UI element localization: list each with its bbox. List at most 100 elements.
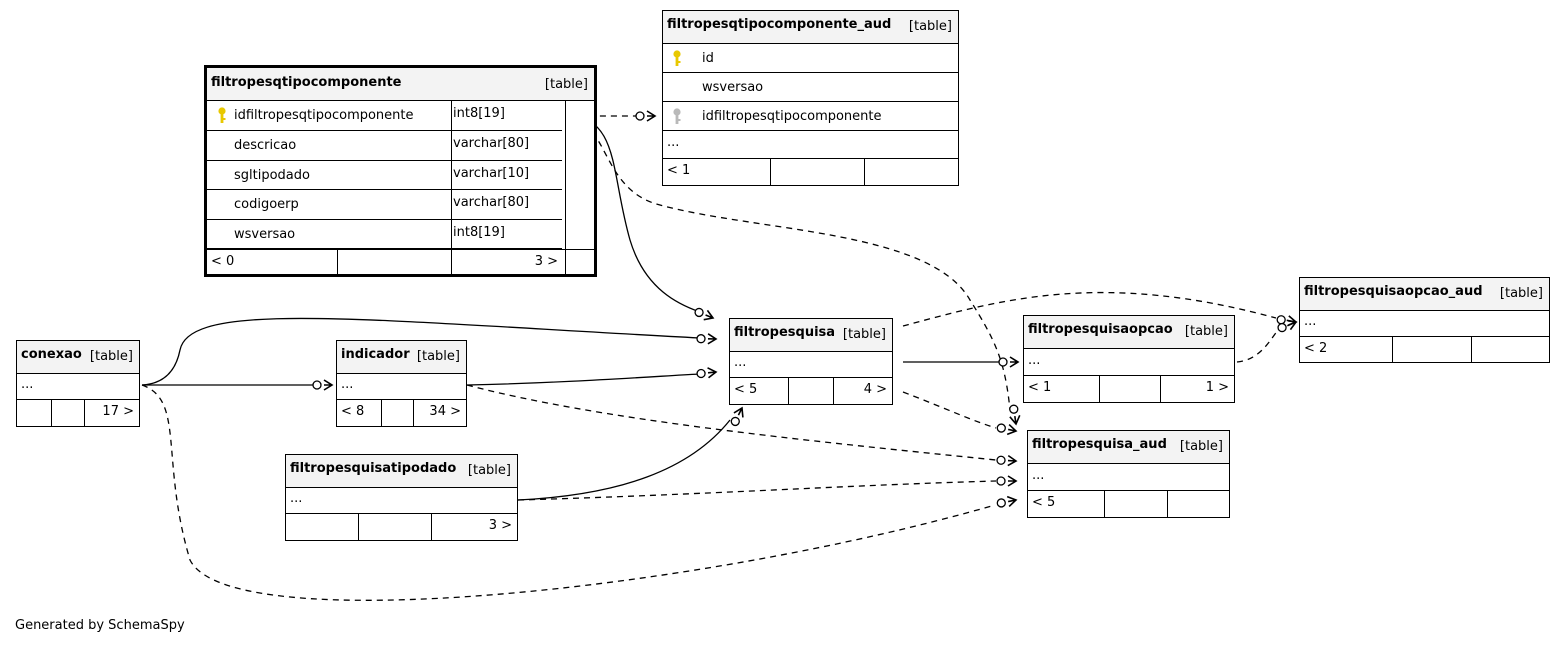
column-name: wsversao (234, 227, 296, 242)
relationship-edge[interactable] (902, 391, 1018, 436)
table-name: filtropesquisa_aud (1032, 437, 1167, 452)
child-count[interactable]: 1 > (1205, 380, 1229, 395)
ellipsis-row: ... (730, 352, 892, 378)
column-row[interactable]: idfiltropesqtipocomponente (663, 102, 958, 131)
child-count[interactable]: 4 > (863, 382, 887, 397)
table-footer: < 5 4 > (730, 378, 892, 404)
parent-count[interactable]: < 2 (1304, 341, 1328, 356)
crows-foot-marker (1286, 319, 1298, 331)
table-filtropesqtipocomponente[interactable]: filtropesqtipocomponente [table] idfiltr… (204, 65, 597, 277)
table-filtropesquisaopcao[interactable]: filtropesquisaopcao [table] ... < 1 1 > (1023, 315, 1235, 403)
relationship-edge[interactable] (466, 367, 718, 386)
table-header: filtropesquisatipodado [table] (286, 455, 517, 488)
relationship-edge[interactable] (1236, 319, 1298, 363)
optional-marker (730, 416, 740, 427)
crows-foot-marker (1007, 454, 1018, 467)
relationship-edge[interactable] (142, 379, 334, 391)
table-footer: < 5 (1028, 491, 1229, 517)
relationship-edge[interactable] (564, 113, 715, 321)
ellipsis-row: ... (286, 488, 517, 514)
crows-foot-marker (733, 406, 744, 418)
relationship-edge[interactable] (141, 317, 718, 386)
table-footer: 3 > (286, 514, 517, 540)
optional-marker (1276, 315, 1286, 325)
parent-count[interactable]: < 5 (1032, 495, 1056, 510)
relationship-edge[interactable] (466, 384, 1018, 467)
table-name: filtropesquisaopcao_aud (1304, 284, 1483, 299)
relationship-edge[interactable] (903, 356, 1020, 368)
table-conexao[interactable]: conexao [table] ... 17 > (16, 340, 140, 427)
table-filtropesqtipocomponente-aud[interactable]: filtropesqtipocomponente_aud [table] id … (662, 10, 959, 186)
child-count[interactable]: 17 > (102, 404, 134, 419)
primary-key-icon (218, 107, 226, 123)
ellipsis-row: ... (1300, 311, 1549, 337)
child-count[interactable]: 3 > (534, 254, 558, 269)
optional-marker (996, 476, 1006, 486)
primary-key-icon (673, 50, 681, 66)
table-name: filtropesquisa (734, 325, 836, 340)
column-type: int8[19] (453, 225, 505, 240)
relationship-edge[interactable] (517, 475, 1018, 501)
parent-count[interactable]: < 8 (341, 404, 365, 419)
optional-marker (996, 455, 1006, 465)
table-footer: < 1 (663, 159, 958, 185)
crows-foot-marker (323, 379, 334, 391)
table-indicador[interactable]: indicador [table] ... < 8 34 > (336, 340, 467, 427)
column-name: idfiltropesqtipocomponente (702, 109, 882, 124)
crows-foot-marker (1009, 415, 1021, 426)
column-row[interactable]: sgltipodado varchar[10] (207, 161, 562, 190)
column-divider (565, 101, 566, 274)
ellipsis-row: ... (663, 131, 958, 159)
column-row[interactable]: id (663, 44, 958, 73)
table-name: filtropesquisaopcao (1028, 322, 1173, 337)
optional-marker (996, 423, 1006, 433)
crows-foot-marker (707, 367, 718, 379)
column-row[interactable]: descricao varchar[80] (207, 131, 562, 161)
table-tag: [table] (416, 349, 460, 364)
ellipsis-row: ... (1024, 349, 1234, 376)
relationship-edge[interactable] (141, 384, 1018, 601)
generated-by-credit[interactable]: Generated by SchemaSpy (15, 618, 185, 633)
table-name: indicador (341, 347, 410, 362)
parent-count[interactable]: < 0 (211, 254, 235, 269)
parent-count[interactable]: < 1 (1028, 380, 1052, 395)
column-type: varchar[80] (453, 136, 530, 151)
crows-foot-marker (1007, 475, 1018, 487)
column-row[interactable]: codigoerp varchar[80] (207, 190, 562, 220)
table-tag: [table] (544, 77, 588, 92)
crows-foot-marker (646, 110, 657, 122)
table-tag: [table] (1184, 324, 1228, 339)
table-header: filtropesquisa [table] (730, 319, 892, 352)
table-header: conexao [table] (17, 341, 139, 374)
table-footer: 17 > (17, 400, 139, 426)
column-name: sgltipodado (234, 168, 310, 183)
column-type: varchar[80] (453, 195, 530, 210)
table-tag: [table] (1179, 439, 1223, 454)
child-count[interactable]: 34 > (429, 404, 461, 419)
table-footer: < 0 3 > (207, 249, 594, 274)
table-filtropesquisaopcao-aud[interactable]: filtropesquisaopcao_aud [table] ... < 2 (1299, 277, 1550, 363)
table-filtropesquisa[interactable]: filtropesquisa [table] ... < 5 4 > (729, 318, 893, 405)
parent-count[interactable]: < 1 (667, 163, 691, 178)
table-filtropesquisatipodado[interactable]: filtropesquisatipodado [table] ... 3 > (285, 454, 518, 541)
column-type: varchar[10] (453, 166, 530, 181)
column-row[interactable]: wsversao int8[19] (207, 220, 562, 249)
optional-marker (998, 357, 1008, 367)
child-count[interactable]: 3 > (488, 518, 512, 533)
relationship-edge[interactable] (564, 115, 1021, 426)
optional-marker (312, 380, 322, 390)
relationship-edge[interactable] (517, 406, 744, 501)
parent-count[interactable]: < 5 (734, 382, 758, 397)
table-tag: [table] (467, 463, 511, 478)
table-name: filtropesqtipocomponente_aud (667, 17, 892, 32)
ellipsis-row: ... (337, 374, 466, 400)
table-header: filtropesqtipocomponente_aud [table] (663, 11, 958, 44)
table-filtropesquisa-aud[interactable]: filtropesquisa_aud [table] ... < 5 (1027, 430, 1230, 518)
column-name: idfiltropesqtipocomponente (234, 108, 414, 123)
column-divider (451, 101, 452, 274)
optional-marker (635, 111, 645, 121)
column-name: codigoerp (234, 197, 299, 212)
column-row[interactable]: wsversao (663, 73, 958, 102)
column-row[interactable]: idfiltropesqtipocomponente int8[19] (207, 101, 562, 131)
